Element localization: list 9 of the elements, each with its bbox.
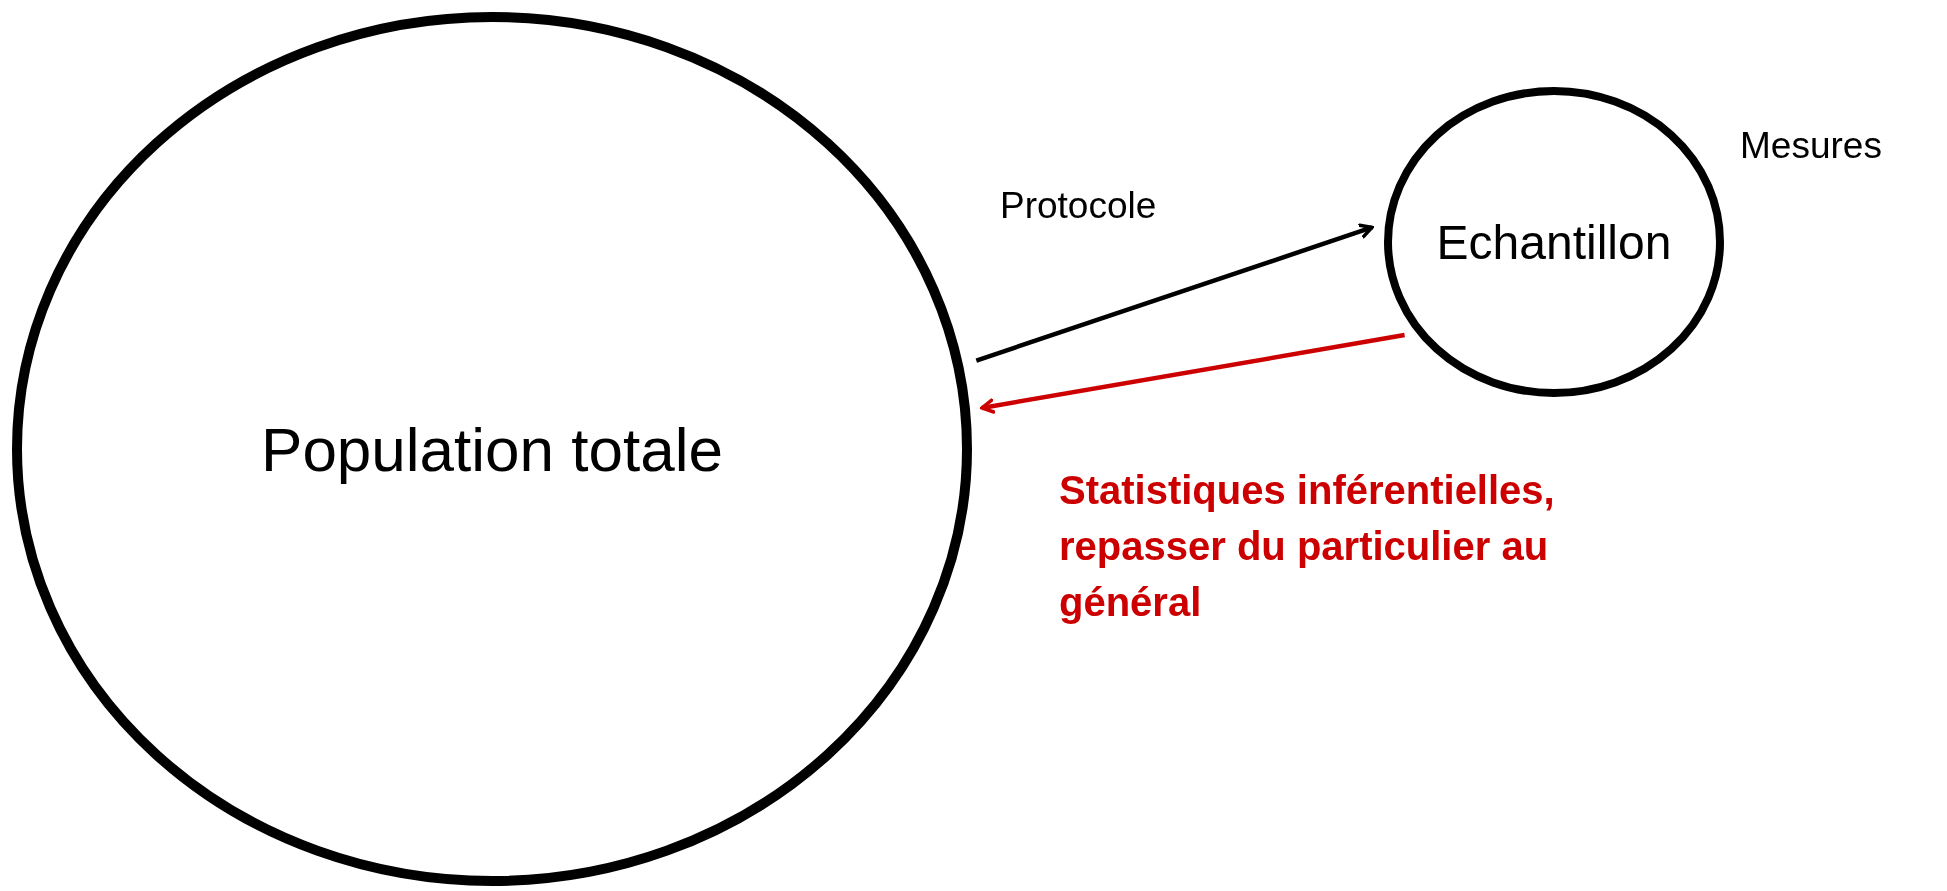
arrow bbox=[975, 223, 1374, 363]
ellipse-node bbox=[12, 12, 972, 886]
node-label: Population totale bbox=[261, 413, 723, 485]
edge-label: Protocole bbox=[1000, 184, 1157, 228]
edge-label: Statistiques inférentielles, repasser du particulier au général bbox=[1059, 467, 1556, 626]
node-caption: Mesures bbox=[1740, 125, 1882, 167]
node-label: Echantillon bbox=[1436, 214, 1672, 270]
ellipse-node bbox=[1384, 87, 1724, 397]
arrow bbox=[980, 332, 1405, 414]
